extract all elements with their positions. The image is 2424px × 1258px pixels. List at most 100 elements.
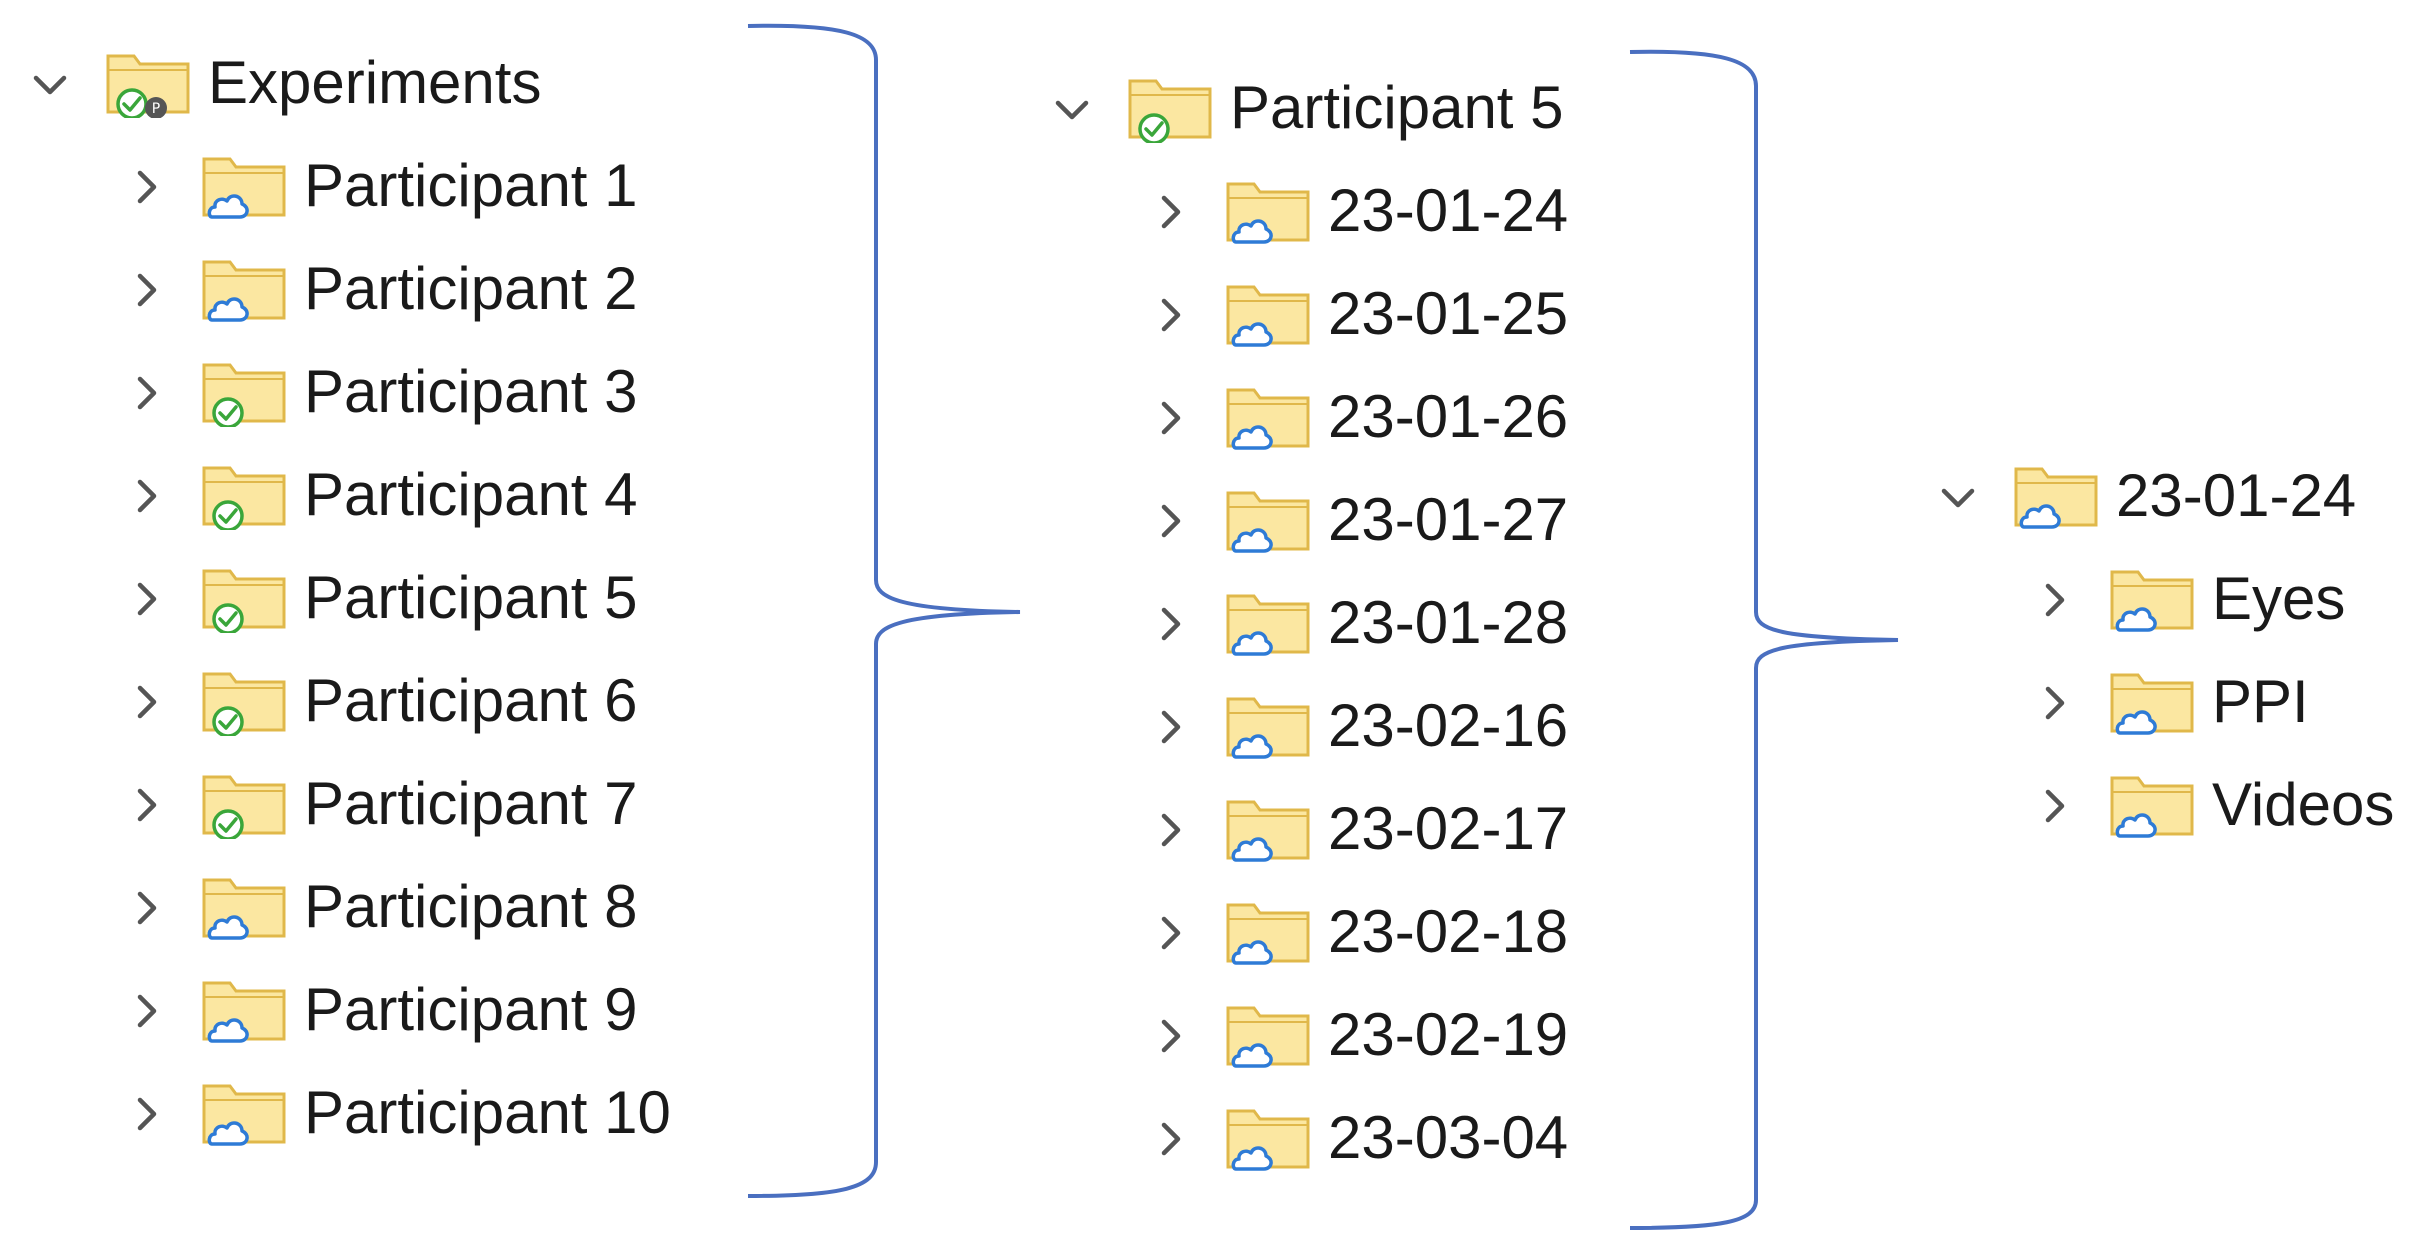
folder-icon bbox=[202, 157, 286, 219]
chevron-right-icon[interactable] bbox=[126, 682, 166, 722]
chevron-right-icon[interactable] bbox=[1150, 1119, 1190, 1159]
cloud-icon bbox=[1231, 1146, 1273, 1171]
chevron-right-icon[interactable] bbox=[2034, 786, 2074, 826]
folder-icon bbox=[1128, 79, 1212, 143]
folder-icon: P bbox=[106, 54, 190, 118]
folder-icon bbox=[1226, 491, 1310, 553]
tree-item-label: 23-01-28 bbox=[1328, 589, 1569, 656]
cloud-icon bbox=[1231, 631, 1273, 656]
cloud-icon bbox=[1231, 322, 1273, 347]
folder-icon bbox=[2110, 776, 2194, 838]
tree-item-label: 23-02-19 bbox=[1328, 1001, 1569, 1068]
chevron-down-icon[interactable] bbox=[1052, 89, 1092, 129]
chevron-right-icon[interactable] bbox=[126, 167, 166, 207]
green-check-icon bbox=[1138, 113, 1170, 143]
chevron-down-icon[interactable] bbox=[1938, 477, 1978, 517]
tree-item-label: 23-02-18 bbox=[1328, 898, 1569, 965]
folder-icon bbox=[202, 466, 286, 530]
folder-icon bbox=[1226, 182, 1310, 244]
tree-item-label: Participant 7 bbox=[304, 770, 638, 837]
cloud-icon bbox=[2115, 813, 2157, 838]
folder-icon bbox=[2014, 467, 2098, 529]
green-check-icon bbox=[212, 706, 244, 736]
folder-icon bbox=[2110, 570, 2194, 632]
tree-item-label: 23-01-27 bbox=[1328, 486, 1569, 553]
chevron-right-icon[interactable] bbox=[126, 785, 166, 825]
folder-icon bbox=[1226, 388, 1310, 450]
cloud-icon bbox=[1231, 1043, 1273, 1068]
folder-icon bbox=[1226, 285, 1310, 347]
tree-item-label: Participant 4 bbox=[304, 461, 638, 528]
cloud-icon bbox=[207, 1018, 249, 1043]
tree-item-label: 23-01-24 bbox=[2116, 462, 2357, 529]
chevron-right-icon[interactable] bbox=[1150, 810, 1190, 850]
tree-item-label: Participant 5 bbox=[304, 564, 638, 631]
tree-item-label: Experiments bbox=[208, 49, 542, 116]
cloud-icon bbox=[207, 915, 249, 940]
folder-icon bbox=[202, 1084, 286, 1146]
tree-item-label: 23-03-04 bbox=[1328, 1104, 1569, 1171]
folder-icon bbox=[2110, 673, 2194, 735]
chevron-right-icon[interactable] bbox=[126, 579, 166, 619]
folder-icon bbox=[1226, 594, 1310, 656]
chevron-right-icon[interactable] bbox=[126, 1094, 166, 1134]
chevron-right-icon[interactable] bbox=[1150, 295, 1190, 335]
tree-item-label: 23-02-17 bbox=[1328, 795, 1569, 862]
chevron-right-icon[interactable] bbox=[1150, 192, 1190, 232]
chevron-right-icon[interactable] bbox=[1150, 913, 1190, 953]
folder-icon bbox=[202, 878, 286, 940]
tree-item-label: 23-01-25 bbox=[1328, 280, 1569, 347]
chevron-right-icon[interactable] bbox=[1150, 707, 1190, 747]
brace-connector-2 bbox=[1629, 49, 1899, 1230]
folder-icon bbox=[202, 260, 286, 322]
tree-item-label: Eyes bbox=[2212, 565, 2346, 632]
cloud-icon bbox=[1231, 219, 1273, 244]
cloud-icon bbox=[2019, 504, 2061, 529]
chevron-right-icon[interactable] bbox=[126, 270, 166, 310]
folder-icon bbox=[1226, 800, 1310, 862]
chevron-right-icon[interactable] bbox=[1150, 501, 1190, 541]
folder-icon bbox=[1226, 697, 1310, 759]
tree-item-label: PPI bbox=[2212, 668, 2309, 735]
brace-connector-1 bbox=[747, 23, 1021, 1198]
shared-status-icon: P bbox=[145, 97, 167, 118]
folder-icon bbox=[1226, 1109, 1310, 1171]
cloud-icon bbox=[1231, 734, 1273, 759]
tree-item-label: 23-02-16 bbox=[1328, 692, 1569, 759]
chevron-right-icon[interactable] bbox=[1150, 398, 1190, 438]
tree-item-label: Participant 8 bbox=[304, 873, 638, 940]
chevron-right-icon[interactable] bbox=[1150, 1016, 1190, 1056]
tree-item-label: Participant 5 bbox=[1230, 74, 1564, 141]
tree-item-label: Participant 6 bbox=[304, 667, 638, 734]
tree-item-label: 23-01-26 bbox=[1328, 383, 1569, 450]
cloud-icon bbox=[1231, 528, 1273, 553]
folder-icon bbox=[202, 569, 286, 633]
folder-icon bbox=[202, 672, 286, 736]
chevron-right-icon[interactable] bbox=[126, 476, 166, 516]
green-check-icon bbox=[212, 809, 244, 839]
tree-item-label: Participant 3 bbox=[304, 358, 638, 425]
folder-icon bbox=[1226, 903, 1310, 965]
chevron-right-icon[interactable] bbox=[2034, 580, 2074, 620]
tree-item-label: 23-01-24 bbox=[1328, 177, 1569, 244]
green-check-icon bbox=[212, 397, 244, 427]
cloud-icon bbox=[207, 194, 249, 219]
cloud-icon bbox=[207, 1121, 249, 1146]
folder-icon bbox=[202, 775, 286, 839]
cloud-icon bbox=[1231, 940, 1273, 965]
green-check-icon bbox=[212, 500, 244, 530]
svg-text:P: P bbox=[152, 101, 160, 117]
folder-icon bbox=[1226, 1006, 1310, 1068]
chevron-right-icon[interactable] bbox=[1150, 604, 1190, 644]
chevron-down-icon[interactable] bbox=[30, 64, 70, 104]
cloud-icon bbox=[1231, 425, 1273, 450]
tree-item-label: Participant 10 bbox=[304, 1079, 671, 1146]
tree-item-label: Participant 9 bbox=[304, 976, 638, 1043]
chevron-right-icon[interactable] bbox=[126, 888, 166, 928]
cloud-icon bbox=[2115, 710, 2157, 735]
cloud-icon bbox=[207, 297, 249, 322]
chevron-right-icon[interactable] bbox=[2034, 683, 2074, 723]
chevron-right-icon[interactable] bbox=[126, 373, 166, 413]
chevron-right-icon[interactable] bbox=[126, 991, 166, 1031]
